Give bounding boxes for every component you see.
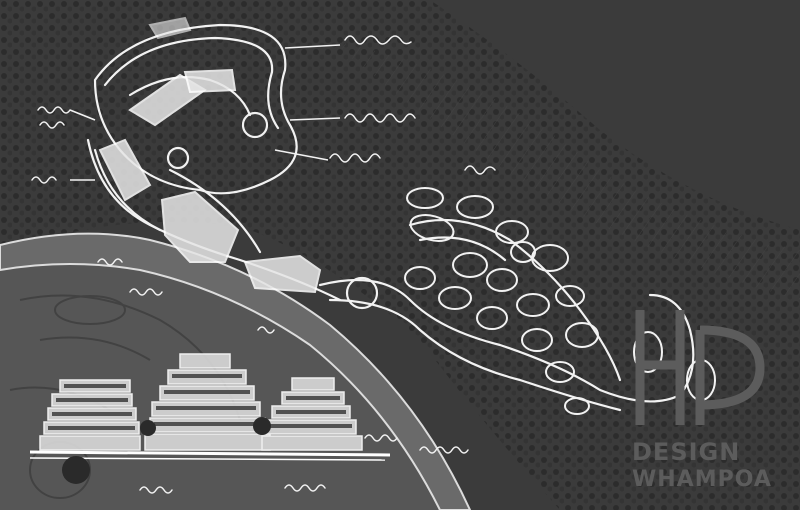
villa-ellipses [404,187,716,415]
building-blocks [98,16,322,294]
hp-logo-mark [635,310,765,425]
watermark-line2: WHAMPOA [632,467,772,492]
building-elevation [29,353,391,484]
annotation-leaders [69,44,341,181]
watermark-line1: DESIGN [632,438,740,466]
contour-lines [330,40,800,300]
handwritten-notes [31,35,496,494]
